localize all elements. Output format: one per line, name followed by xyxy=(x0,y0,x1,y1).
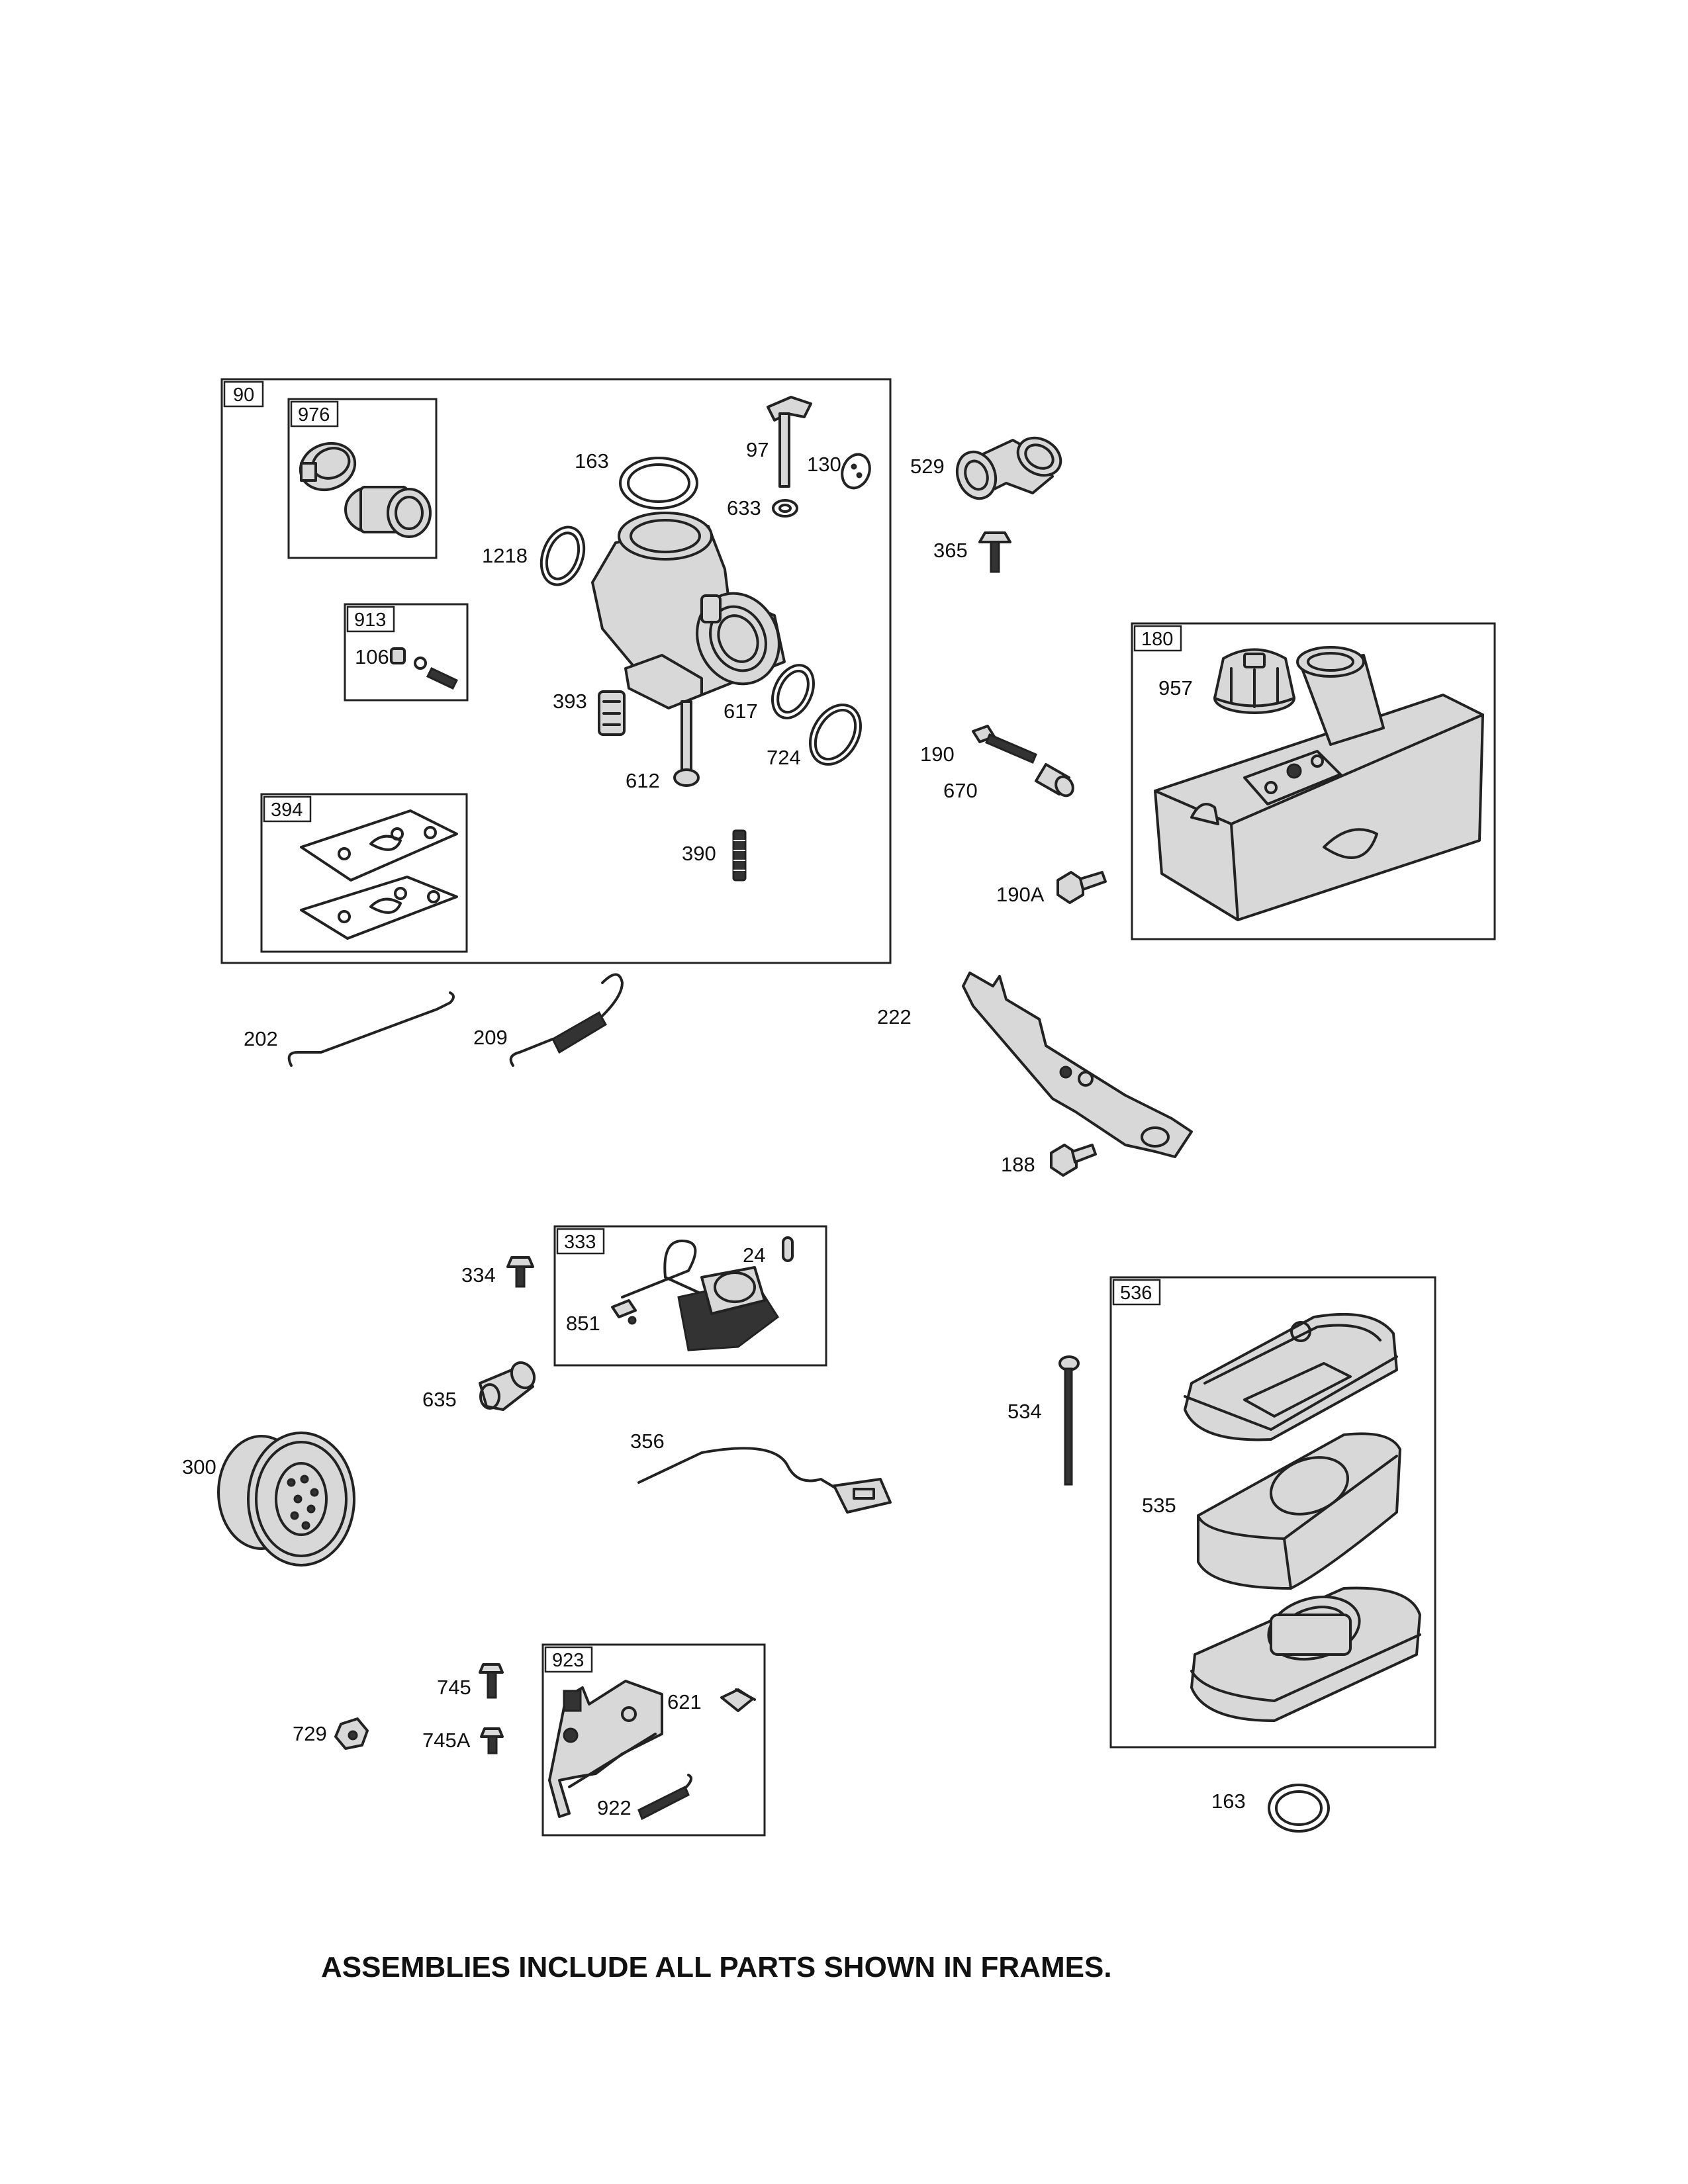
bolt-190A-part[interactable] xyxy=(1056,871,1107,904)
fuel-tank-part[interactable] xyxy=(1154,646,1484,921)
frame-label-913: 913 xyxy=(354,610,386,631)
frame-label-394: 394 xyxy=(271,799,303,821)
callout-670: 670 xyxy=(943,779,978,802)
screw-745A-part[interactable] xyxy=(480,1727,504,1754)
clip-621-part[interactable] xyxy=(720,1688,756,1712)
callout-106: 106 xyxy=(355,645,389,668)
o-ring-617-part[interactable] xyxy=(765,659,821,725)
air-cleaner-base-part[interactable] xyxy=(1190,1586,1421,1722)
callout-617: 617 xyxy=(724,700,758,723)
callout-130: 130 xyxy=(807,453,841,476)
callout-393: 393 xyxy=(553,690,587,713)
diaphragm-gasket-part[interactable] xyxy=(300,809,458,882)
frame-label-923: 923 xyxy=(552,1650,584,1671)
choke-shaft-collar-part[interactable] xyxy=(294,436,361,498)
callout-222: 222 xyxy=(877,1005,912,1028)
throttle-valve-part[interactable] xyxy=(837,451,874,492)
callout-365: 365 xyxy=(933,539,968,562)
frame-394-gasket-kit[interactable]: 394 xyxy=(260,793,468,953)
ground-wire-part[interactable] xyxy=(637,1447,892,1514)
callout-190A: 190A xyxy=(996,883,1045,906)
carburetor-body-part[interactable] xyxy=(591,512,794,709)
needle-valve-part[interactable] xyxy=(390,647,459,690)
screw-188-part[interactable] xyxy=(1050,1144,1097,1177)
frame-label-333: 333 xyxy=(564,1232,596,1253)
o-ring-163-part[interactable] xyxy=(619,457,698,510)
governor-link-part[interactable] xyxy=(287,991,455,1067)
screw-534-part[interactable] xyxy=(1058,1355,1080,1486)
air-cleaner-cover-part[interactable] xyxy=(1184,1312,1398,1441)
seal-724-part[interactable] xyxy=(800,696,871,773)
frame-label-536: 536 xyxy=(1120,1283,1152,1304)
callout-163-carb-gasket: 163 xyxy=(575,449,609,473)
callout-729: 729 xyxy=(293,1722,327,1745)
fuel-cap-part[interactable] xyxy=(1213,648,1295,714)
callout-334: 334 xyxy=(461,1263,496,1287)
clip-851-part[interactable] xyxy=(611,1299,637,1325)
callout-190: 190 xyxy=(920,743,955,766)
governor-spring-part[interactable] xyxy=(509,973,624,1067)
callout-202: 202 xyxy=(244,1027,278,1050)
intake-tube-part[interactable] xyxy=(344,486,432,538)
callout-957: 957 xyxy=(1158,676,1193,700)
frame-976-assembly[interactable]: 976 xyxy=(287,398,438,559)
frame-923-governor-control-assembly[interactable]: 923 xyxy=(541,1643,766,1837)
pin-24-part[interactable] xyxy=(782,1236,794,1262)
screw-334-part[interactable] xyxy=(506,1256,534,1288)
spacer-670-part[interactable] xyxy=(1035,763,1076,799)
frame-180-fuel-tank-assembly[interactable]: 180 xyxy=(1131,622,1496,940)
spring-390-part[interactable] xyxy=(732,829,747,882)
seal-633-part[interactable] xyxy=(772,499,798,518)
callout-300: 300 xyxy=(182,1455,216,1479)
callout-612: 612 xyxy=(626,769,660,792)
callout-724: 724 xyxy=(767,746,801,769)
frame-536-air-cleaner-assembly[interactable]: 536 xyxy=(1109,1276,1436,1749)
callout-635: 635 xyxy=(422,1388,457,1411)
frame-label-180: 180 xyxy=(1141,629,1173,650)
frame-label-976: 976 xyxy=(298,404,330,426)
armature-coil-part[interactable] xyxy=(621,1240,780,1351)
frame-913-assembly[interactable]: 913 xyxy=(344,603,469,702)
frame-label-90: 90 xyxy=(233,385,254,406)
assemblies-footer-note: ASSEMBLIES INCLUDE ALL PARTS SHOWN IN FR… xyxy=(321,1951,1112,1983)
callout-633: 633 xyxy=(727,496,761,520)
callout-97: 97 xyxy=(746,438,769,461)
governor-control-bracket-part[interactable] xyxy=(962,972,1193,1158)
screw-365-part[interactable] xyxy=(978,531,1011,573)
callout-163-air-cleaner-gasket: 163 xyxy=(1211,1790,1246,1813)
callout-209: 209 xyxy=(473,1026,508,1049)
callout-534: 534 xyxy=(1008,1400,1042,1423)
float-bowl-pin-part[interactable] xyxy=(598,690,626,736)
callout-851: 851 xyxy=(566,1312,600,1335)
callout-529: 529 xyxy=(910,455,945,478)
throttle-shaft-part[interactable] xyxy=(767,396,812,488)
fuel-pipe-part[interactable] xyxy=(673,700,700,787)
frame-90-carburetor-assembly[interactable]: 90 xyxy=(220,378,892,964)
nut-729-part[interactable] xyxy=(334,1717,369,1750)
bolt-190-part[interactable] xyxy=(972,725,1037,764)
callout-24: 24 xyxy=(743,1244,765,1267)
callout-535: 535 xyxy=(1142,1494,1176,1517)
frame-333-armature-assembly[interactable]: 333 xyxy=(553,1225,827,1367)
o-ring-1218-part[interactable] xyxy=(534,521,591,590)
callout-356: 356 xyxy=(630,1430,665,1453)
air-filter-element-part[interactable] xyxy=(1197,1432,1401,1590)
callout-922: 922 xyxy=(597,1796,632,1819)
callout-745A: 745A xyxy=(422,1729,471,1752)
callout-390: 390 xyxy=(682,842,716,865)
governor-spring-922-part[interactable] xyxy=(637,1774,692,1821)
callout-621: 621 xyxy=(667,1690,702,1713)
callout-1218: 1218 xyxy=(482,544,528,567)
screw-745-part[interactable] xyxy=(479,1663,504,1699)
callout-745: 745 xyxy=(437,1676,471,1699)
elbow-529-part[interactable] xyxy=(951,430,1067,504)
callout-188: 188 xyxy=(1001,1153,1035,1176)
muffler-part[interactable] xyxy=(217,1432,355,1567)
spark-plug-boot-part[interactable] xyxy=(479,1359,539,1411)
carburetor-gasket-part[interactable] xyxy=(300,876,458,940)
governor-control-lever-part[interactable] xyxy=(548,1680,663,1818)
gasket-163-air-cleaner-part[interactable] xyxy=(1268,1784,1330,1833)
